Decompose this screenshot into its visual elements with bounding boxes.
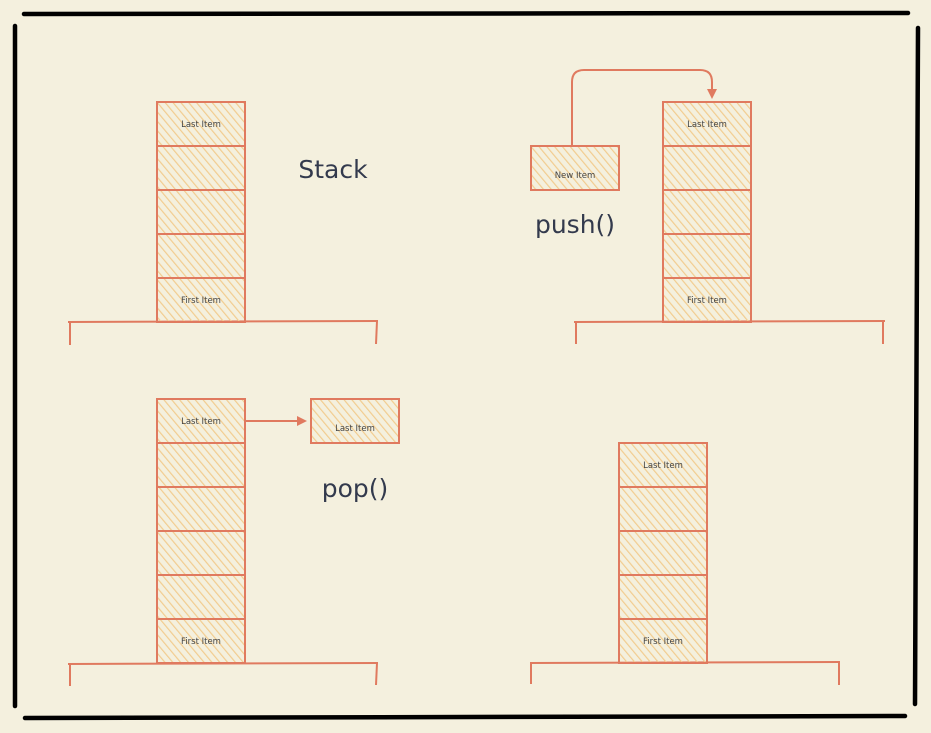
result-base (529, 661, 841, 685)
stack-block (662, 233, 752, 279)
stack-block: First Item (662, 277, 752, 323)
stack-block: Last Item (156, 398, 246, 444)
stack-block (618, 530, 708, 576)
stack-block: Last Item (662, 101, 752, 147)
last-item-label: Last Item (181, 417, 221, 427)
last-item-label: Last Item (643, 461, 683, 471)
stack-block (662, 145, 752, 191)
frame (12, 10, 921, 721)
stack-block: First Item (618, 618, 708, 664)
stack-block: Last Item (156, 101, 246, 147)
pop-label: pop() (322, 474, 389, 503)
first-item-label: First Item (181, 637, 221, 647)
push-label: push() (535, 210, 615, 239)
first-item-label: First Item (181, 296, 221, 306)
stack-block (156, 486, 246, 532)
first-item-label: First Item (687, 296, 727, 306)
stack-title: Stack (298, 155, 368, 184)
last-item-label: Last Item (181, 120, 221, 130)
stack-block: First Item (156, 618, 246, 664)
stack-block (156, 233, 246, 279)
stack-block (618, 574, 708, 620)
last-item-label: Last Item (687, 120, 727, 130)
push-base (573, 320, 886, 344)
stack-block (156, 530, 246, 576)
new-item-block: New Item (530, 145, 620, 191)
push-arrow (571, 69, 717, 146)
stack-block (618, 486, 708, 532)
stack-base (67, 320, 379, 345)
stack-block: Last Item (618, 442, 708, 488)
stack-block (662, 189, 752, 235)
stack-block: First Item (156, 277, 246, 323)
stack-block (156, 442, 246, 488)
pop-base (67, 662, 379, 686)
stack-block (156, 189, 246, 235)
popped-item-block: Last Item (310, 398, 400, 444)
stack-block (156, 145, 246, 191)
popped-item-label: Last Item (335, 424, 375, 434)
stack-block (156, 574, 246, 620)
new-item-label: New Item (555, 171, 596, 181)
first-item-label: First Item (643, 637, 683, 647)
